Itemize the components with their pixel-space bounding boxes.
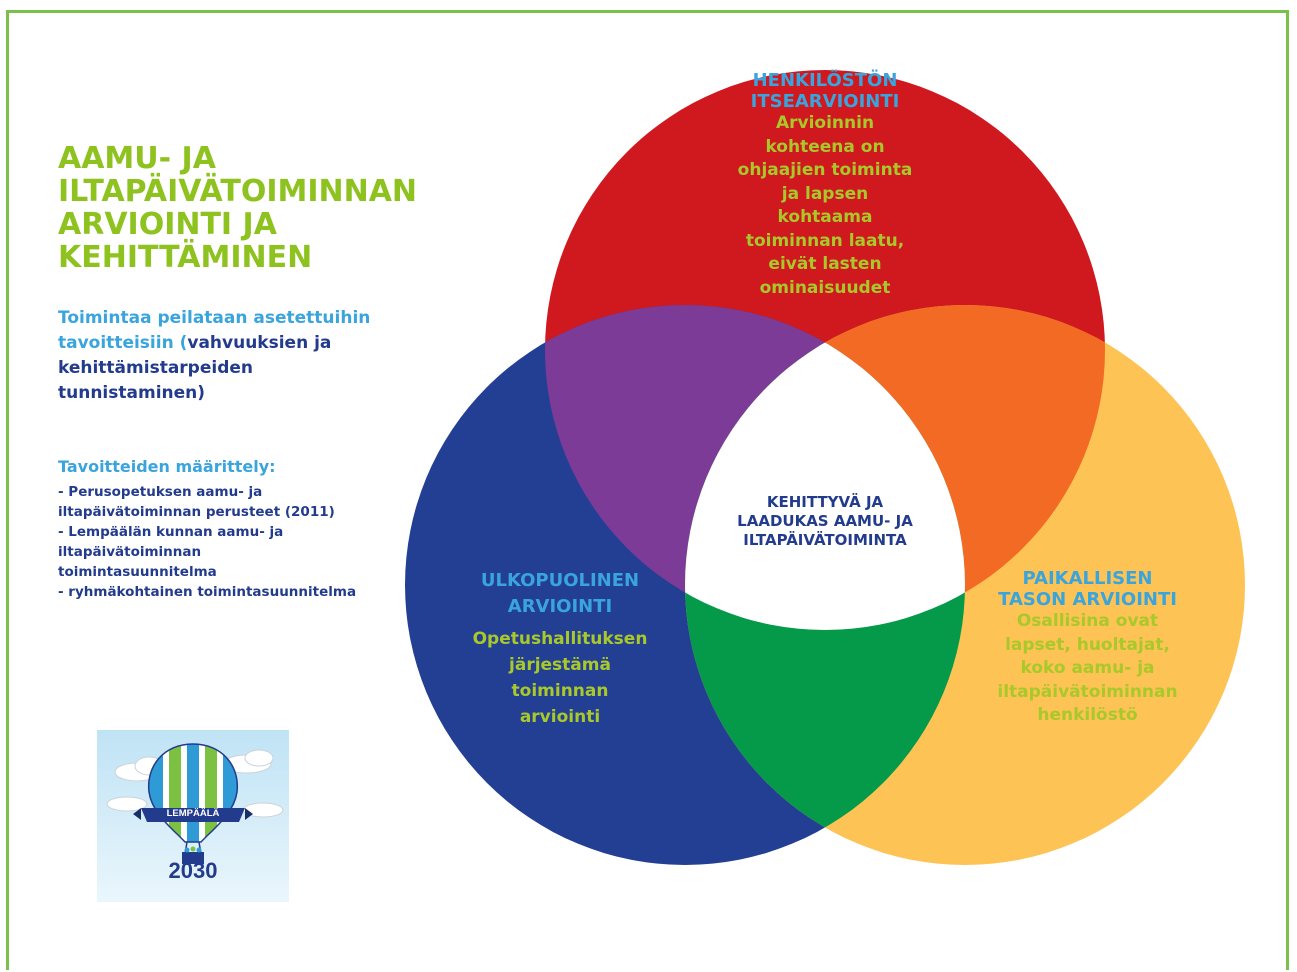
title-line: KEHITTÄMINEN <box>58 240 313 275</box>
goals-heading: Tavoitteiden määrittely: <box>58 457 276 476</box>
goals-item-line: toimintasuunnitelma <box>58 564 217 580</box>
center-text-line: KEHITTYVÄ JA <box>766 493 884 511</box>
center-text-line: LAADUKAS AAMU- JA <box>737 512 913 530</box>
goals-item-line: - Perusopetuksen aamu- ja <box>58 484 263 500</box>
goals-item: - Lempäälän kunnan aamu- ja iltapäivätoi… <box>58 522 418 582</box>
circle-right-body: Osallisina ovat lapset, huoltajat, koko … <box>965 610 1210 728</box>
circle-top-body-line: kohtaama <box>777 207 873 227</box>
title-line: ILTAPÄIVÄTOIMINNAN <box>58 174 418 209</box>
circle-top-body-line: Arvioinnin <box>775 113 875 133</box>
title-line: ARVIOINTI JA <box>58 207 277 242</box>
intro-light-line: tavoitteisiin ( <box>58 333 188 353</box>
circle-right-body-line: iltapäivätoiminnan <box>997 681 1178 702</box>
logo-year: 2030 <box>168 858 218 883</box>
goals-item-line: - ryhmäkohtainen toimintasuunnitelma <box>58 584 357 600</box>
circle-top-body: Arvioinnin kohteena on ohjaajien toimint… <box>700 112 950 300</box>
circle-right-body-line: Osallisina ovat <box>1016 611 1159 631</box>
circle-right-heading-line: PAIKALLISEN <box>1022 568 1153 589</box>
circle-right-text: PAIKALLISEN TASON ARVIOINTI Osallisina o… <box>965 568 1210 728</box>
intro-dark-part: vahvuuksien ja <box>187 333 332 353</box>
title-line: AAMU- JA <box>58 141 216 176</box>
goals-item-line: - Lempäälän kunnan aamu- ja <box>58 524 284 540</box>
circle-left-body-line: toiminnan <box>511 681 609 701</box>
circle-top-heading: HENKILÖSTÖN ITSEARVIOINTI <box>700 70 950 112</box>
center-text-line: ILTAPÄIVÄTOIMINTA <box>743 531 907 549</box>
circle-top-body-line: toiminnan laatu, <box>745 230 905 251</box>
goals-item-line: iltapäivätoiminnan <box>58 544 202 560</box>
intro-dark-line: kehittämistarpeiden <box>58 358 254 378</box>
circle-right-heading-line: TASON ARVIOINTI <box>998 589 1177 610</box>
circle-left-body-line: järjestämä <box>509 655 611 675</box>
circle-left-body: Opetushallituksen järjestämä toiminnan a… <box>440 626 680 730</box>
overlap-center-white <box>685 305 965 630</box>
circle-top-heading-line: ITSEARVIOINTI <box>750 91 900 112</box>
circle-top-body-line: kohteena on <box>765 136 885 157</box>
goals-item-line: iltapäivätoiminnan perusteet (2011) <box>58 504 335 520</box>
intro-text: Toimintaa peilataan asetettuihin tavoitt… <box>58 306 418 406</box>
circle-right-heading: PAIKALLISEN TASON ARVIOINTI <box>965 568 1210 610</box>
circle-right-body-line: henkilöstö <box>1037 705 1138 725</box>
intro-light-line: Toimintaa peilataan asetettuihin <box>58 308 371 328</box>
logo-band-text: LEMPÄÄLÄ <box>166 808 220 819</box>
lempaala-2030-logo: LEMPÄÄLÄ 2030 <box>97 730 289 902</box>
page-title: AAMU- JA ILTAPÄIVÄTOIMINNAN ARVIOINTI JA… <box>58 142 438 274</box>
balloon-logo-icon <box>97 730 289 902</box>
circle-left-body-line: arviointi <box>519 707 601 727</box>
circle-left-body-line: Opetushallituksen <box>472 629 648 649</box>
page-frame <box>6 10 1289 970</box>
circle-top-body-line: ohjaajien toiminta <box>737 160 913 180</box>
center-text: KEHITTYVÄ JA LAADUKAS AAMU- JA ILTAPÄIVÄ… <box>690 493 960 550</box>
goals-list: - Perusopetuksen aamu- ja iltapäivätoimi… <box>58 482 418 602</box>
circle-top-body-line: ominaisuudet <box>759 277 891 298</box>
circle-left-heading-line: ARVIOINTI <box>507 596 613 617</box>
circle-top-body-line: eivät lasten <box>768 254 882 274</box>
goals-item: - Perusopetuksen aamu- ja iltapäivätoimi… <box>58 482 418 522</box>
intro-dark-line: tunnistaminen) <box>58 383 206 403</box>
goals-item: - ryhmäkohtainen toimintasuunnitelma <box>58 582 418 602</box>
circle-top-body-line: ja lapsen <box>781 183 869 204</box>
circle-left-heading-line: ULKOPUOLINEN <box>480 570 640 591</box>
circle-top-text: HENKILÖSTÖN ITSEARVIOINTI Arvioinnin koh… <box>700 70 950 300</box>
circle-top-heading-line: HENKILÖSTÖN <box>752 70 898 91</box>
circle-right-body-line: lapset, huoltajat, <box>1005 634 1170 655</box>
circle-left-text: ULKOPUOLINEN ARVIOINTI Opetushallituksen… <box>440 568 680 730</box>
circle-right-body-line: koko aamu- ja <box>1020 658 1155 678</box>
circle-left-heading: ULKOPUOLINEN ARVIOINTI <box>440 568 680 620</box>
